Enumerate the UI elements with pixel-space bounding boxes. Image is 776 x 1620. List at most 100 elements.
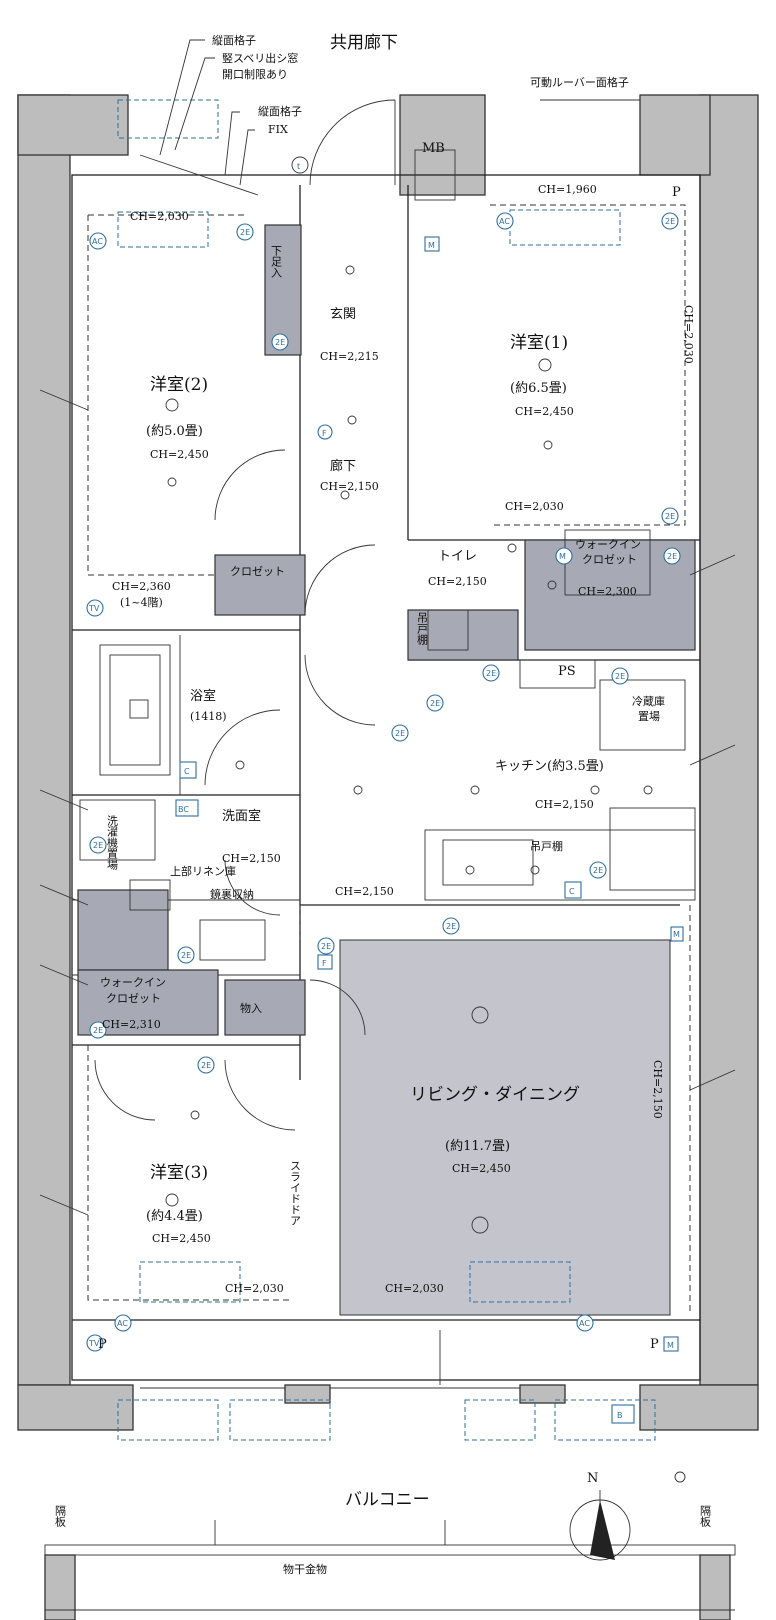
svg-text:B: B bbox=[617, 1411, 623, 1420]
washroom-ch: CH=2,150 bbox=[222, 852, 281, 865]
svg-text:2E: 2E bbox=[615, 672, 625, 681]
wic1-line1: ウォークイン bbox=[575, 538, 641, 551]
wic1-line2: クロゼット bbox=[582, 553, 637, 566]
ldk-ch: CH=2,450 bbox=[452, 1162, 511, 1175]
room2-name: 洋室(2) bbox=[150, 375, 208, 395]
closet-label: クロゼット bbox=[230, 565, 285, 578]
hanging-shelf-label-2: 吊戸棚 bbox=[416, 612, 429, 646]
ceiling-lights bbox=[165, 156, 686, 1483]
wic2-line1: ウォークイン bbox=[100, 976, 166, 989]
note-lattice-1: 縦面格子 bbox=[212, 33, 256, 47]
bath-name: 浴室 bbox=[190, 688, 216, 704]
room1-name: 洋室(1) bbox=[510, 333, 568, 353]
svg-text:TV: TV bbox=[88, 604, 100, 613]
svg-text:2E: 2E bbox=[446, 922, 456, 931]
room3-ch: CH=2,450 bbox=[152, 1232, 211, 1245]
svg-text:M: M bbox=[559, 552, 566, 561]
partition-left: 隔板 bbox=[54, 1505, 67, 1528]
room2-size: (約5.0畳) bbox=[146, 424, 203, 439]
svg-text:2E: 2E bbox=[593, 866, 603, 875]
svg-text:2E: 2E bbox=[321, 942, 331, 951]
svg-text:2E: 2E bbox=[665, 217, 675, 226]
corridor-label: 共用廊下 bbox=[330, 33, 398, 53]
svg-text:2E: 2E bbox=[93, 841, 103, 850]
drying-rack-label: 物干金物 bbox=[283, 1562, 327, 1576]
fridge-label-1: 冷蔵庫 bbox=[632, 694, 665, 708]
room3-name: 洋室(3) bbox=[150, 1163, 208, 1183]
toilet-ch: CH=2,150 bbox=[428, 575, 487, 588]
svg-text:AC: AC bbox=[579, 1319, 590, 1328]
note-lattice-2: 縦面格子 bbox=[258, 104, 302, 118]
entrance-name: 玄関 bbox=[330, 307, 356, 322]
equipment-labels: AC AC 2E 2E 2E 2E M 2E 2E 2E 2E 2E 2E 2E… bbox=[88, 162, 680, 1420]
slide-door-label: スライドドア bbox=[289, 1160, 302, 1226]
room3-size: (約4.4畳) bbox=[146, 1209, 203, 1224]
linen-label: 上部リネン庫 bbox=[170, 864, 236, 878]
wic2-line2: クロゼット bbox=[106, 992, 161, 1005]
p-label-2: P bbox=[98, 1337, 107, 1352]
room1-ch: CH=2,450 bbox=[515, 405, 574, 418]
svg-text:2E: 2E bbox=[240, 228, 250, 237]
ch-2030-e: CH=2,030 bbox=[682, 305, 695, 364]
ch-2150-b: CH=2,150 bbox=[651, 1060, 664, 1119]
note-window-limit: 開口制限あり bbox=[222, 68, 288, 81]
kitchen-name: キッチン(約3.5畳) bbox=[495, 759, 604, 774]
north-label: N bbox=[587, 1471, 598, 1486]
room2-ch: CH=2,450 bbox=[150, 448, 209, 461]
equipment-markers bbox=[86, 212, 684, 1424]
ch-2150-a: CH=2,150 bbox=[335, 885, 394, 898]
ch-1960: CH=1,960 bbox=[538, 183, 597, 196]
ps-label: PS bbox=[558, 664, 576, 679]
wic2-ch: CH=2,310 bbox=[102, 1018, 161, 1031]
note-window: 竪スベリ出シ窓 bbox=[222, 51, 298, 65]
balcony-railings bbox=[44, 99, 736, 1611]
wic1-ch: CH=2,300 bbox=[578, 585, 637, 598]
balcony-label: バルコニー bbox=[345, 1490, 430, 1510]
room1-size: (約6.5畳) bbox=[510, 381, 567, 396]
washroom-name: 洗面室 bbox=[222, 808, 261, 824]
svg-text:2E: 2E bbox=[430, 699, 440, 708]
svg-text:AC: AC bbox=[499, 217, 510, 226]
svg-text:2E: 2E bbox=[275, 338, 285, 347]
partition-right: 隔板 bbox=[699, 1505, 712, 1528]
svg-text:F: F bbox=[322, 429, 327, 438]
svg-text:BC: BC bbox=[178, 805, 189, 814]
svg-text:C: C bbox=[184, 767, 190, 776]
svg-text:C: C bbox=[569, 887, 575, 896]
structural-walls bbox=[17, 94, 759, 1620]
ceiling-dash-lines bbox=[87, 99, 691, 1441]
ch-2030-b: CH=2,030 bbox=[505, 500, 564, 513]
leader-lines bbox=[39, 39, 736, 1216]
ch-2030-a: CH=2,030 bbox=[130, 210, 189, 223]
hall-ch: CH=2,150 bbox=[320, 480, 379, 493]
storage-label: 物入 bbox=[240, 1001, 262, 1015]
note-fix: FIX bbox=[268, 123, 288, 136]
svg-text:2E: 2E bbox=[486, 669, 496, 678]
ch-2360: CH=2,360 bbox=[112, 580, 171, 593]
bath-size: (1418) bbox=[190, 710, 227, 723]
north-arrow bbox=[569, 1490, 631, 1561]
fridge-label-2: 置場 bbox=[638, 710, 660, 723]
hall-name: 廊下 bbox=[330, 458, 356, 474]
svg-text:2E: 2E bbox=[93, 1026, 103, 1035]
door-swings bbox=[94, 99, 441, 1385]
svg-text:2E: 2E bbox=[181, 951, 191, 960]
kitchen-ch: CH=2,150 bbox=[535, 798, 594, 811]
svg-text:TV: TV bbox=[88, 1339, 100, 1348]
ldk-name: リビング・ダイニング bbox=[410, 1085, 580, 1105]
mirror-label: 鏡裏収納 bbox=[210, 887, 254, 901]
ldk-size: (約11.7畳) bbox=[445, 1139, 510, 1154]
note-louver: 可動ルーバー面格子 bbox=[530, 75, 629, 89]
svg-text:M: M bbox=[667, 1341, 674, 1350]
svg-text:F: F bbox=[322, 959, 327, 968]
p-label-1: P bbox=[672, 185, 681, 200]
p-label-3: P bbox=[650, 1337, 659, 1352]
svg-text:2E: 2E bbox=[395, 729, 405, 738]
svg-text:2E: 2E bbox=[201, 1061, 211, 1070]
laundry-label: 洗濯機置場 bbox=[106, 815, 119, 871]
hanging-shelf-label: 吊戸棚 bbox=[530, 839, 563, 853]
ch-2030-c: CH=2,030 bbox=[225, 1282, 284, 1295]
ch-floors: (1~4階) bbox=[120, 595, 163, 609]
svg-text:M: M bbox=[673, 930, 680, 939]
shoebox-label: 下足入 bbox=[270, 245, 283, 278]
